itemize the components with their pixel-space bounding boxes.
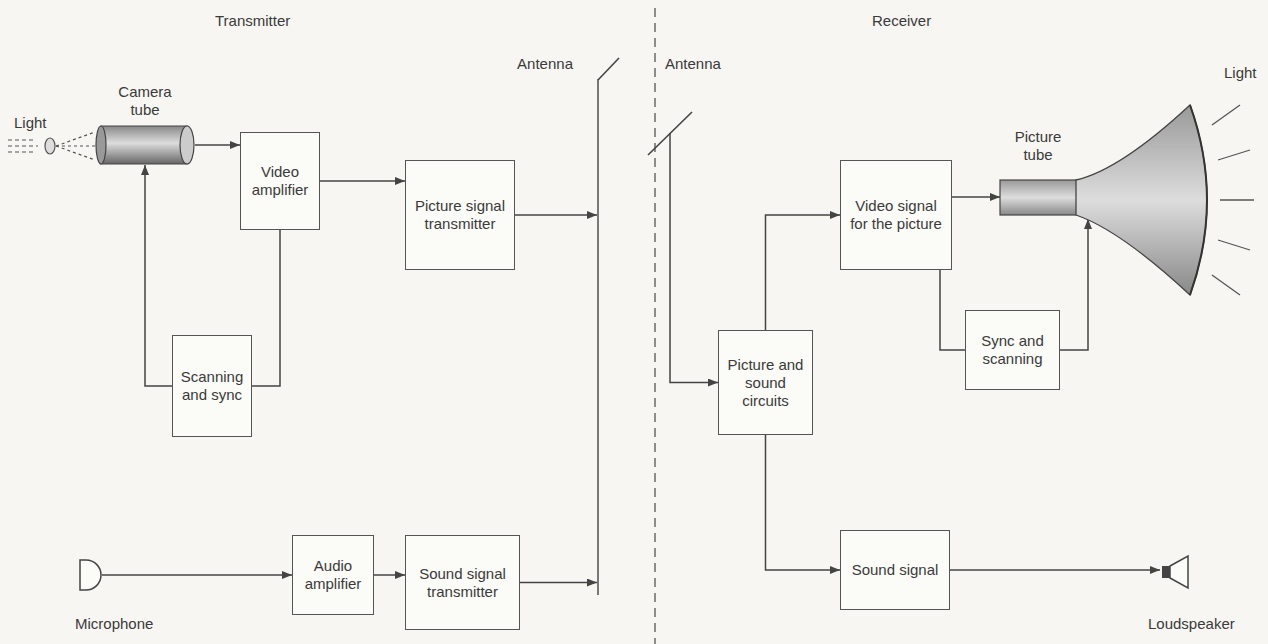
- camera-tube: Camera tube: [95, 125, 195, 165]
- box-label: Picture and sound circuits: [726, 356, 805, 410]
- part-label: Picture tube: [1002, 128, 1074, 164]
- part-label: Loudspeaker: [1148, 615, 1235, 633]
- microphone-drawing: [78, 558, 102, 592]
- loudspeaker-symbol: Loudspeaker: [1160, 555, 1196, 589]
- process-box: Video signal for the picture: [840, 160, 952, 270]
- picture-tube: Picture tube: [1000, 100, 1218, 300]
- box-label: Picture signal transmitter: [413, 197, 507, 233]
- process-box: Picture signal transmitter: [405, 160, 515, 270]
- signal-arrow: [952, 196, 1000, 198]
- signal-arrow: [320, 180, 405, 182]
- process-box: Video amplifier: [240, 132, 320, 230]
- signal-arrow: [195, 144, 240, 146]
- process-box: Sync and scanning: [965, 310, 1060, 390]
- signal-arrow: [670, 133, 718, 383]
- emitted-light-rays: [1212, 105, 1254, 295]
- section-divider: [654, 8, 655, 644]
- signal-arrow: [766, 435, 841, 570]
- loudspeaker-drawing: [1160, 555, 1196, 589]
- box-label: Video signal for the picture: [848, 197, 944, 233]
- process-box: Scanning and sync: [172, 335, 252, 437]
- box-label: Sound signal transmitter: [413, 565, 512, 601]
- light-label: Light: [14, 114, 47, 132]
- antenna-mast: [597, 55, 621, 595]
- part-label: Antenna: [517, 55, 573, 73]
- box-label: Scanning and sync: [180, 368, 244, 404]
- antenna-symbol: Antenna: [597, 55, 621, 595]
- section-heading: Transmitter: [215, 12, 290, 30]
- part-label: Camera tube: [115, 83, 175, 119]
- process-box: Audio amplifier: [292, 535, 374, 615]
- process-box: Sound signal transmitter: [405, 535, 520, 630]
- signal-arrow: [520, 582, 597, 584]
- signal-arrow: [515, 214, 597, 216]
- section-heading: Receiver: [872, 12, 931, 30]
- signal-arrow: [950, 569, 1160, 571]
- box-label: Sound signal: [852, 561, 939, 579]
- incoming-light-rays: [8, 132, 95, 160]
- microphone-symbol: Microphone: [78, 558, 102, 592]
- signal-arrow: [766, 215, 841, 330]
- box-label: Sync and scanning: [973, 332, 1052, 368]
- light-label: Light: [1224, 64, 1257, 82]
- part-label: Antenna: [665, 55, 721, 73]
- signal-arrow: [374, 574, 405, 576]
- process-box: Picture and sound circuits: [718, 330, 813, 435]
- signal-arrow: [102, 574, 292, 576]
- signal-line: [252, 230, 280, 386]
- signal-arrow: [145, 165, 172, 386]
- camera-tube-drawing: [95, 125, 195, 165]
- box-label: Audio amplifier: [300, 557, 366, 593]
- process-box: Sound signal: [840, 530, 950, 610]
- box-label: Video amplifier: [248, 163, 312, 199]
- signal-line: [940, 270, 965, 350]
- part-label: Microphone: [75, 615, 153, 633]
- signal-arrow: [1060, 219, 1088, 350]
- antenna-symbol: Antenna: [645, 55, 695, 155]
